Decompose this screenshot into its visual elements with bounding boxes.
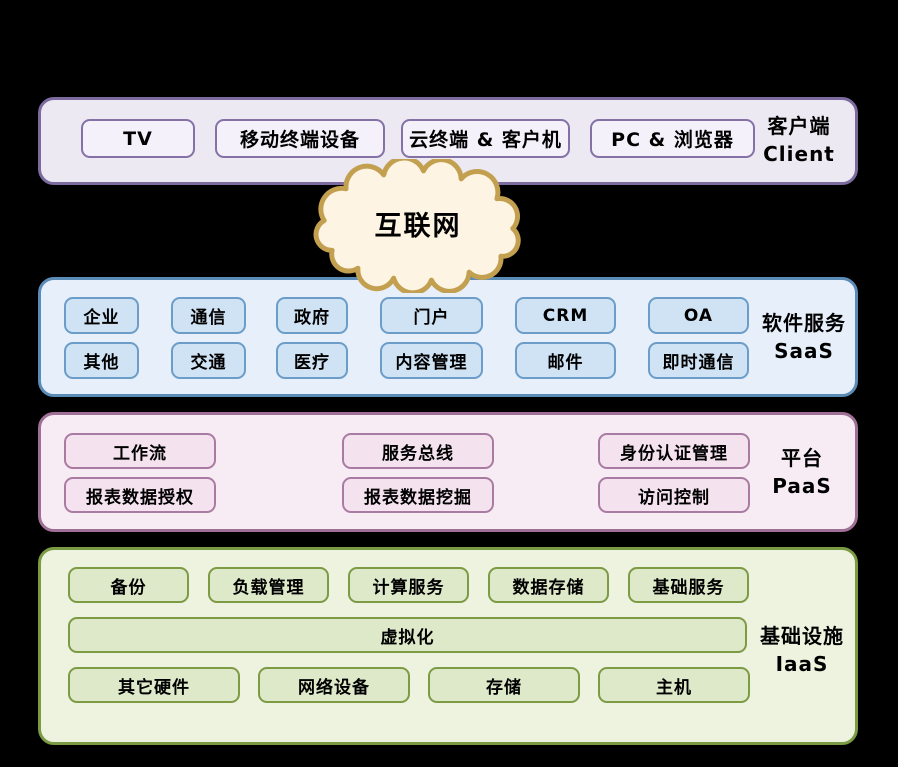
node-mobile-terminal: 移动终端设备 [215, 119, 385, 158]
node-other-hardware: 其它硬件 [68, 667, 240, 703]
node-access-control: 访问控制 [598, 477, 750, 513]
node-backup: 备份 [68, 567, 189, 603]
node-transport: 交通 [171, 342, 246, 379]
node-instant-messaging: 即时通信 [648, 342, 749, 379]
node-crm: CRM [515, 297, 616, 334]
node-government: 政府 [276, 297, 348, 334]
node-other: 其他 [64, 342, 139, 379]
node-workflow: 工作流 [64, 433, 216, 469]
client-layer: TV 移动终端设备 云终端 & 客户机 PC & 浏览器 客户端 Client [38, 97, 858, 185]
node-load-mgmt: 负载管理 [208, 567, 329, 603]
client-label-en: Client [763, 142, 835, 166]
paas-label-zh: 平台 [781, 446, 823, 470]
node-portal: 门户 [380, 297, 483, 334]
node-report-data-auth: 报表数据授权 [64, 477, 216, 513]
iaas-label-zh: 基础设施 [760, 624, 844, 648]
saas-label-en: SaaS [774, 339, 834, 363]
paas-layer: 工作流 服务总线 身份认证管理 报表数据授权 报表数据挖掘 访问控制 平台 Pa… [38, 412, 858, 532]
internet-cloud: 互联网 [306, 159, 530, 293]
iaas-layer: 备份 负载管理 计算服务 数据存储 基础服务 虚拟化 其它硬件 网络设备 存储 … [38, 547, 858, 745]
node-medical: 医疗 [276, 342, 348, 379]
node-data-storage: 数据存储 [488, 567, 609, 603]
saas-layer-label: 软件服务 SaaS [744, 309, 864, 365]
iaas-layer-label: 基础设施 IaaS [737, 622, 867, 678]
node-mail: 邮件 [515, 342, 616, 379]
client-layer-label: 客户端 Client [744, 112, 854, 168]
iaas-label-en: IaaS [775, 652, 829, 676]
client-label-zh: 客户端 [767, 114, 831, 138]
node-report-data-mining: 报表数据挖掘 [342, 477, 494, 513]
node-storage: 存储 [428, 667, 580, 703]
internet-label: 互联网 [374, 210, 462, 242]
node-pc-browser: PC & 浏览器 [590, 119, 755, 158]
node-tv: TV [81, 119, 195, 158]
node-network-device: 网络设备 [258, 667, 410, 703]
saas-layer: 企业 通信 政府 门户 CRM OA 其他 交通 医疗 内容管理 邮件 即时通信… [38, 277, 858, 397]
node-telecom: 通信 [171, 297, 246, 334]
node-enterprise: 企业 [64, 297, 139, 334]
node-identity-auth: 身份认证管理 [598, 433, 750, 469]
node-content-mgmt: 内容管理 [380, 342, 483, 379]
node-virtualization: 虚拟化 [68, 617, 747, 653]
node-service-bus: 服务总线 [342, 433, 494, 469]
node-oa: OA [648, 297, 749, 334]
node-host: 主机 [598, 667, 750, 703]
paas-label-en: PaaS [772, 474, 832, 498]
cloud-icon [313, 159, 521, 293]
node-basic-service: 基础服务 [628, 567, 749, 603]
saas-label-zh: 软件服务 [762, 311, 846, 335]
paas-layer-label: 平台 PaaS [742, 444, 862, 500]
node-compute-service: 计算服务 [348, 567, 469, 603]
node-cloud-terminal-client: 云终端 & 客户机 [401, 119, 570, 158]
